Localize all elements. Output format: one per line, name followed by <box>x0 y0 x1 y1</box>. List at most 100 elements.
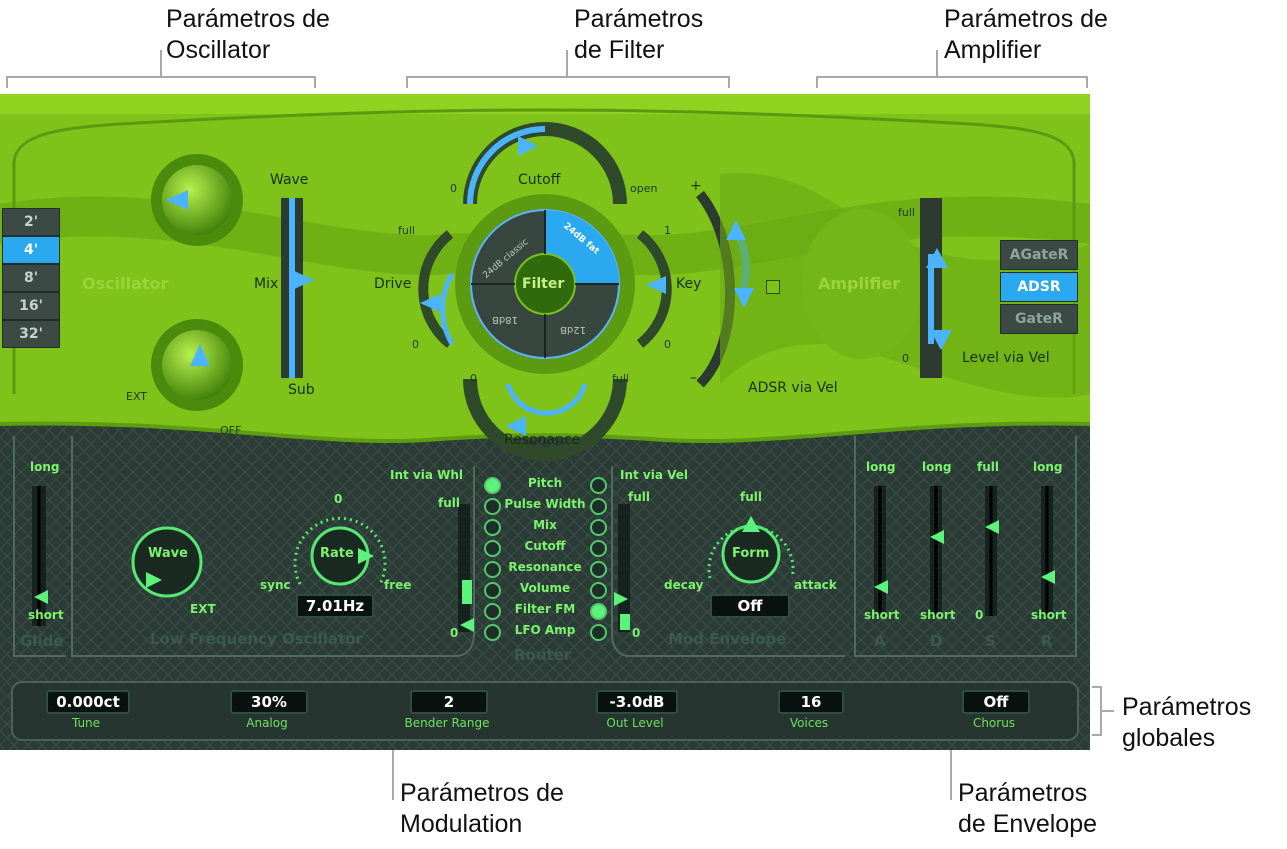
form-pointer-icon <box>742 516 760 532</box>
bracket-amplifier-stem <box>936 50 938 76</box>
router-right-led-button[interactable] <box>590 603 607 620</box>
router-item-label: Mix <box>533 518 557 532</box>
lfo-rate-display[interactable]: 7.01Hz <box>296 594 374 618</box>
form-display[interactable]: Off <box>710 594 790 618</box>
lfo-wave-knob[interactable] <box>133 528 201 596</box>
bracket-globales-top <box>1092 686 1102 688</box>
bracket-oscillator <box>6 76 316 88</box>
global-value-display[interactable]: 16 <box>778 690 844 714</box>
glide-slider-handle-icon <box>34 590 48 604</box>
level-via-vel-slider[interactable] <box>920 198 942 378</box>
router-right-led-button[interactable] <box>590 477 607 494</box>
router-right-led-button[interactable] <box>590 624 607 641</box>
filter-center-label: Filter <box>522 276 565 292</box>
router-left-led-button[interactable] <box>484 561 501 578</box>
cutoff-knob[interactable] <box>470 124 620 204</box>
global-value-display[interactable]: 0.000ct <box>46 690 130 714</box>
mod-env-int-upper-icon <box>614 592 628 606</box>
router-row: Resonance <box>480 558 610 579</box>
callout-modulation: Parámetros de Modulation <box>400 779 564 838</box>
router-item-label: Resonance <box>508 560 582 574</box>
router-left-led-button[interactable] <box>484 582 501 599</box>
mod-env-int-zero-label: 0 <box>632 626 641 640</box>
adsr-slider[interactable] <box>981 484 1001 618</box>
mod-env-int-lower-icon <box>620 614 630 630</box>
wave-label: Wave <box>270 172 309 188</box>
router-item-label: LFO Amp <box>514 623 576 637</box>
glide-long-label: long <box>30 460 60 474</box>
octave-button[interactable]: 32' <box>2 320 60 348</box>
adsr-top-label: long <box>866 460 896 474</box>
router-right-led-button[interactable] <box>590 540 607 557</box>
router-right-led-button[interactable] <box>590 498 607 515</box>
router-left-led-button[interactable] <box>484 624 501 641</box>
cutoff-pointer-icon <box>518 136 538 156</box>
envelope-mode-button[interactable]: GateR <box>1000 304 1078 334</box>
form-full-label: full <box>740 490 762 504</box>
octave-button[interactable]: 8' <box>2 264 60 292</box>
adsr-top-label: full <box>977 460 999 474</box>
level-via-vel-upper-icon <box>926 248 948 268</box>
global-value-display[interactable]: 2 <box>410 690 488 714</box>
key-one-label: 1 <box>664 224 671 237</box>
amplifier-full-label: full <box>898 206 915 219</box>
router-left-led-button[interactable] <box>484 540 501 557</box>
global-value-display[interactable]: Off <box>962 690 1030 714</box>
form-attack-label: attack <box>794 578 837 592</box>
octave-button[interactable]: 2' <box>2 208 60 236</box>
wave-knob[interactable] <box>151 154 243 246</box>
router-row: Cutoff <box>480 537 610 558</box>
glide-slider[interactable] <box>30 484 48 628</box>
adsr-bottom-label: 0 <box>975 608 984 622</box>
router-row: Mix <box>480 516 610 537</box>
oscillator-label: Oscillator <box>82 274 169 293</box>
global-value-display[interactable]: -3.0dB <box>596 690 678 714</box>
router-left-led-button[interactable] <box>484 477 501 494</box>
bracket-oscillator-stem <box>160 50 162 76</box>
router-row: Filter FM <box>480 600 610 621</box>
adsr-slider-handle-icon <box>874 580 888 594</box>
global-value-display[interactable]: 30% <box>230 690 308 714</box>
form-knob[interactable] <box>723 526 779 582</box>
cutoff-min-label: 0 <box>450 182 457 195</box>
lfo-wave-ext-label: EXT <box>190 602 216 616</box>
adsr-slider-handle-icon <box>985 520 999 534</box>
drive-knob[interactable] <box>416 224 456 354</box>
router-label: Router <box>514 646 572 664</box>
router-left-led-button[interactable] <box>484 498 501 515</box>
filter-env-plus-label: + <box>690 178 702 194</box>
resonance-knob[interactable] <box>470 364 620 434</box>
octave-button[interactable]: 4' <box>2 236 60 264</box>
envelope-mode-button[interactable]: ADSR <box>1000 272 1078 302</box>
router-left-led-button[interactable] <box>484 519 501 536</box>
adsr-slider[interactable] <box>926 484 946 618</box>
envelope-mode-button[interactable]: AGateR <box>1000 240 1078 270</box>
lfo-int-upper-icon <box>462 580 472 604</box>
router-right-led-button[interactable] <box>590 519 607 536</box>
lfo-int-slider[interactable] <box>454 500 474 636</box>
router-right-led-button[interactable] <box>590 561 607 578</box>
resonance-pointer-icon <box>506 416 526 436</box>
sub-knob-pointer-icon <box>190 344 210 366</box>
router-row: Pitch <box>480 474 610 495</box>
adsr-slider[interactable] <box>1037 484 1057 618</box>
drive-full-label: full <box>398 224 415 237</box>
filter-mode-12[interactable]: 12dB <box>560 324 586 335</box>
adsr-bottom-label: short <box>1031 608 1067 622</box>
drive-pointer-icon <box>420 294 440 312</box>
form-label: Form <box>732 546 770 561</box>
router-item-label: Cutoff <box>524 539 566 553</box>
sub-off-label: OFF <box>220 424 242 437</box>
filter-env-reset-button[interactable] <box>766 280 780 294</box>
filter-mode-18[interactable]: 18dB <box>492 314 518 325</box>
amplifier-label: Amplifier <box>818 274 901 293</box>
router-right-led-button[interactable] <box>590 582 607 599</box>
form-decay-label: decay <box>664 578 704 592</box>
octave-button[interactable]: 16' <box>2 292 60 320</box>
bracket-globales-bottom <box>1092 734 1102 736</box>
adsr-letter-label: D <box>930 632 943 650</box>
router-left-led-button[interactable] <box>484 603 501 620</box>
adsr-slider[interactable] <box>870 484 890 618</box>
adsr-slider-handle-icon <box>930 530 944 544</box>
global-param-label: Out Level <box>606 716 664 730</box>
